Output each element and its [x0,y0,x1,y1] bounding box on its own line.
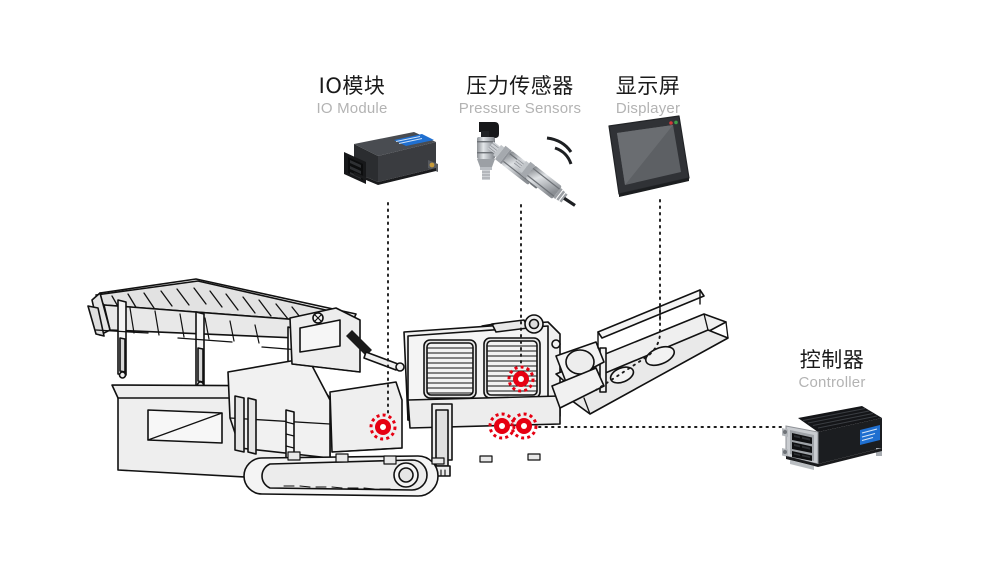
sensor-marker-pressure [507,365,535,393]
label-pressure-sensors-cn: 压力传感器 [466,74,574,98]
io-module-icon [344,132,438,185]
label-io-module: IO模块 IO Module [292,74,412,118]
label-controller: 控制器 Controller [770,348,894,392]
displayer-icon [608,115,690,197]
label-pressure-sensors-en: Pressure Sensors [458,100,582,117]
pressure-sensors-image [455,118,576,210]
sensor-marker-io [369,413,397,441]
pressure-sensor-icon [477,122,576,207]
label-displayer-cn: 显示屏 [615,74,681,98]
io-module-image [336,126,440,194]
sensor-marker-controller-a [488,412,516,440]
controller-image [776,404,888,486]
label-displayer: 显示屏 Displayer [592,74,704,118]
label-io-module-en: IO Module [316,100,388,117]
label-controller-cn: 控制器 [799,348,865,372]
label-controller-en: Controller [798,374,866,391]
label-displayer-en: Displayer [615,100,681,117]
displayer-image [601,114,693,202]
controller-icon [782,406,882,470]
sensor-marker-controller-b [510,412,538,440]
leader-line-displayer [595,199,661,391]
label-pressure-sensors: 压力传感器 Pressure Sensors [440,74,600,118]
label-io-module-cn: IO模块 [318,74,386,98]
